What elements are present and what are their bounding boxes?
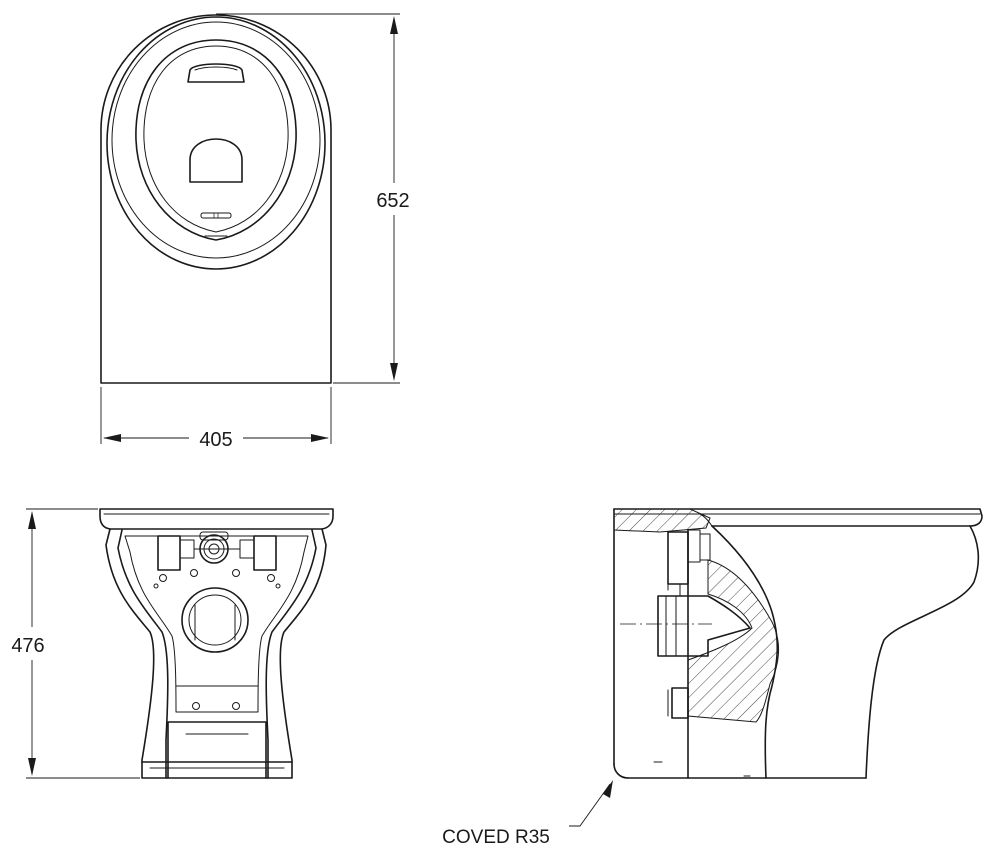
coved-radius-label: COVED R35 — [442, 827, 550, 848]
rear-view: 476 — [11, 508, 334, 779]
plan-flush-inlet — [187, 63, 245, 83]
rear-lower-plate — [167, 721, 267, 779]
plan-view: 652 405 — [100, 13, 410, 451]
coved-base — [613, 763, 629, 779]
plan-bowl-inner — [143, 45, 289, 233]
mounting-bolts — [153, 569, 281, 710]
plan-rim-outer — [106, 16, 326, 270]
section-hatch-trap — [687, 559, 780, 723]
dimension-plan-depth: 652 — [376, 190, 409, 212]
plan-outer-outline — [100, 14, 332, 384]
dimension-plan-width: 405 — [199, 429, 232, 451]
side-bowl-front — [865, 525, 980, 779]
side-outlet-spigot — [657, 595, 751, 657]
side-bracket-upper — [667, 531, 689, 585]
plan-front-slot — [200, 212, 232, 219]
rear-outlet-inner — [188, 594, 242, 646]
side-bracket-lower — [671, 687, 689, 719]
rear-recess — [117, 529, 317, 779]
dimension-front-height: 476 — [11, 635, 44, 657]
right-bracket — [253, 535, 277, 571]
left-bracket — [157, 535, 181, 571]
side-section-view: COVED R35 — [442, 508, 983, 848]
plan-water-outlet — [189, 138, 243, 183]
plan-bowl-opening — [135, 39, 297, 241]
inlet-fitting — [199, 534, 229, 564]
rear-outlet-outer — [181, 587, 249, 653]
plan-rim-inner — [111, 21, 321, 259]
side-bowl-inner — [711, 525, 779, 779]
section-hatch-top — [613, 508, 711, 533]
rear-body-outline — [105, 528, 327, 779]
rear-rim — [99, 508, 334, 530]
